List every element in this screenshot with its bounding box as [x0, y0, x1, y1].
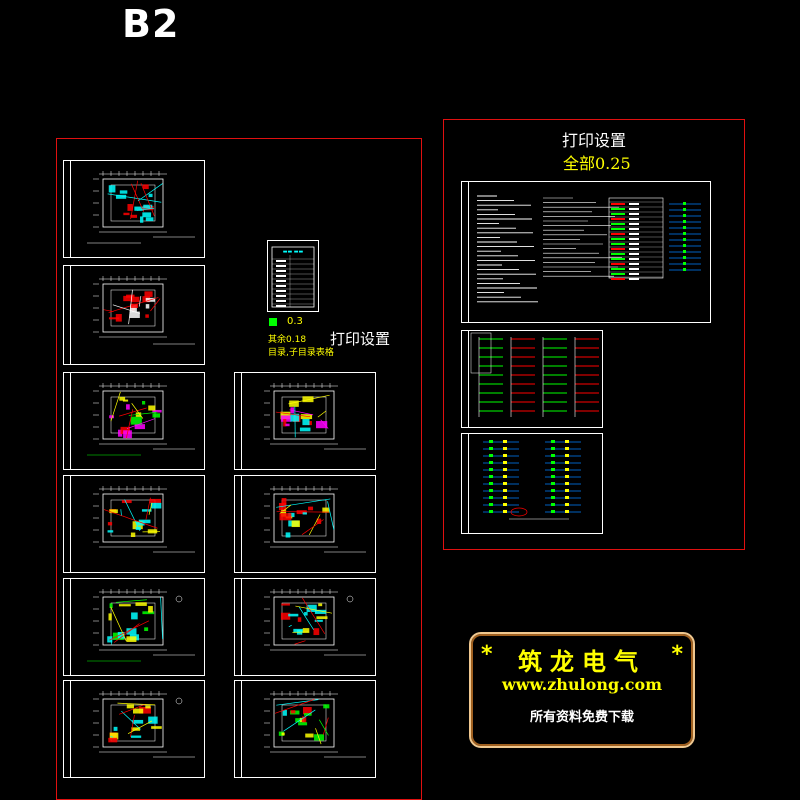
floor-plan-graphic [264, 486, 366, 553]
floor-plan-graphic [87, 171, 195, 244]
legend-line-2: 目录,子目录表格 [268, 348, 334, 358]
sheet-distribution-system[interactable] [461, 330, 603, 428]
right-print-settings-label: 打印设置 [562, 131, 627, 150]
logo-subtitle: 所有资料免费下载 [529, 710, 634, 725]
floor-plan-graphic [264, 383, 366, 450]
floor-plan-sheet[interactable] [63, 475, 205, 573]
floor-plan-graphic [87, 589, 195, 662]
floor-plan-graphic [264, 691, 366, 758]
sheet-weak-current-system[interactable] [461, 433, 603, 534]
floor-plan-graphic [93, 276, 195, 345]
floor-plan-graphic [87, 383, 195, 456]
floor-plan-graphic [264, 589, 366, 656]
floor-plan-sheet[interactable] [63, 680, 205, 778]
logo-star-left: * [481, 642, 493, 667]
right-print-scale-label: 全部0.25 [563, 154, 631, 173]
weak-current-system-graphic [483, 440, 581, 520]
page-title: B2 [122, 2, 180, 46]
drawing-index-table[interactable]: ▬▬ ▬▬ [267, 240, 319, 312]
floor-plan-sheet[interactable] [234, 372, 376, 470]
left-print-settings-label: 打印设置 [330, 330, 391, 348]
logo-title: 筑龙电气 [518, 647, 646, 676]
sheet-design-notes[interactable] [461, 181, 711, 323]
legend-swatch [269, 318, 277, 326]
svg-text:▬▬ ▬▬: ▬▬ ▬▬ [283, 249, 304, 255]
floor-plan-sheet[interactable] [63, 160, 205, 258]
index-table-graphic: ▬▬ ▬▬ [271, 246, 315, 308]
logo-url[interactable]: www.zhulong.com [501, 675, 663, 694]
distribution-system-graphic [470, 332, 599, 417]
floor-plan-sheet[interactable] [63, 265, 205, 365]
zhulong-logo[interactable]: * * 筑龙电气 www.zhulong.com 所有资料免费下载 [469, 632, 695, 748]
floor-plan-sheet[interactable] [234, 475, 376, 573]
floor-plan-sheet[interactable] [234, 680, 376, 778]
floor-plan-graphic [93, 486, 195, 553]
logo-star-right: * [671, 642, 683, 667]
floor-plan-sheet[interactable] [63, 578, 205, 676]
floor-plan-graphic [93, 691, 195, 758]
floor-plan-sheet[interactable] [234, 578, 376, 676]
legend-line-1: 其余0.18 [268, 335, 307, 345]
right-drawing-group-frame [443, 119, 745, 550]
design-notes-graphic [477, 195, 701, 303]
legend-scale: 0.3 [287, 316, 303, 327]
floor-plan-sheet[interactable] [63, 372, 205, 470]
